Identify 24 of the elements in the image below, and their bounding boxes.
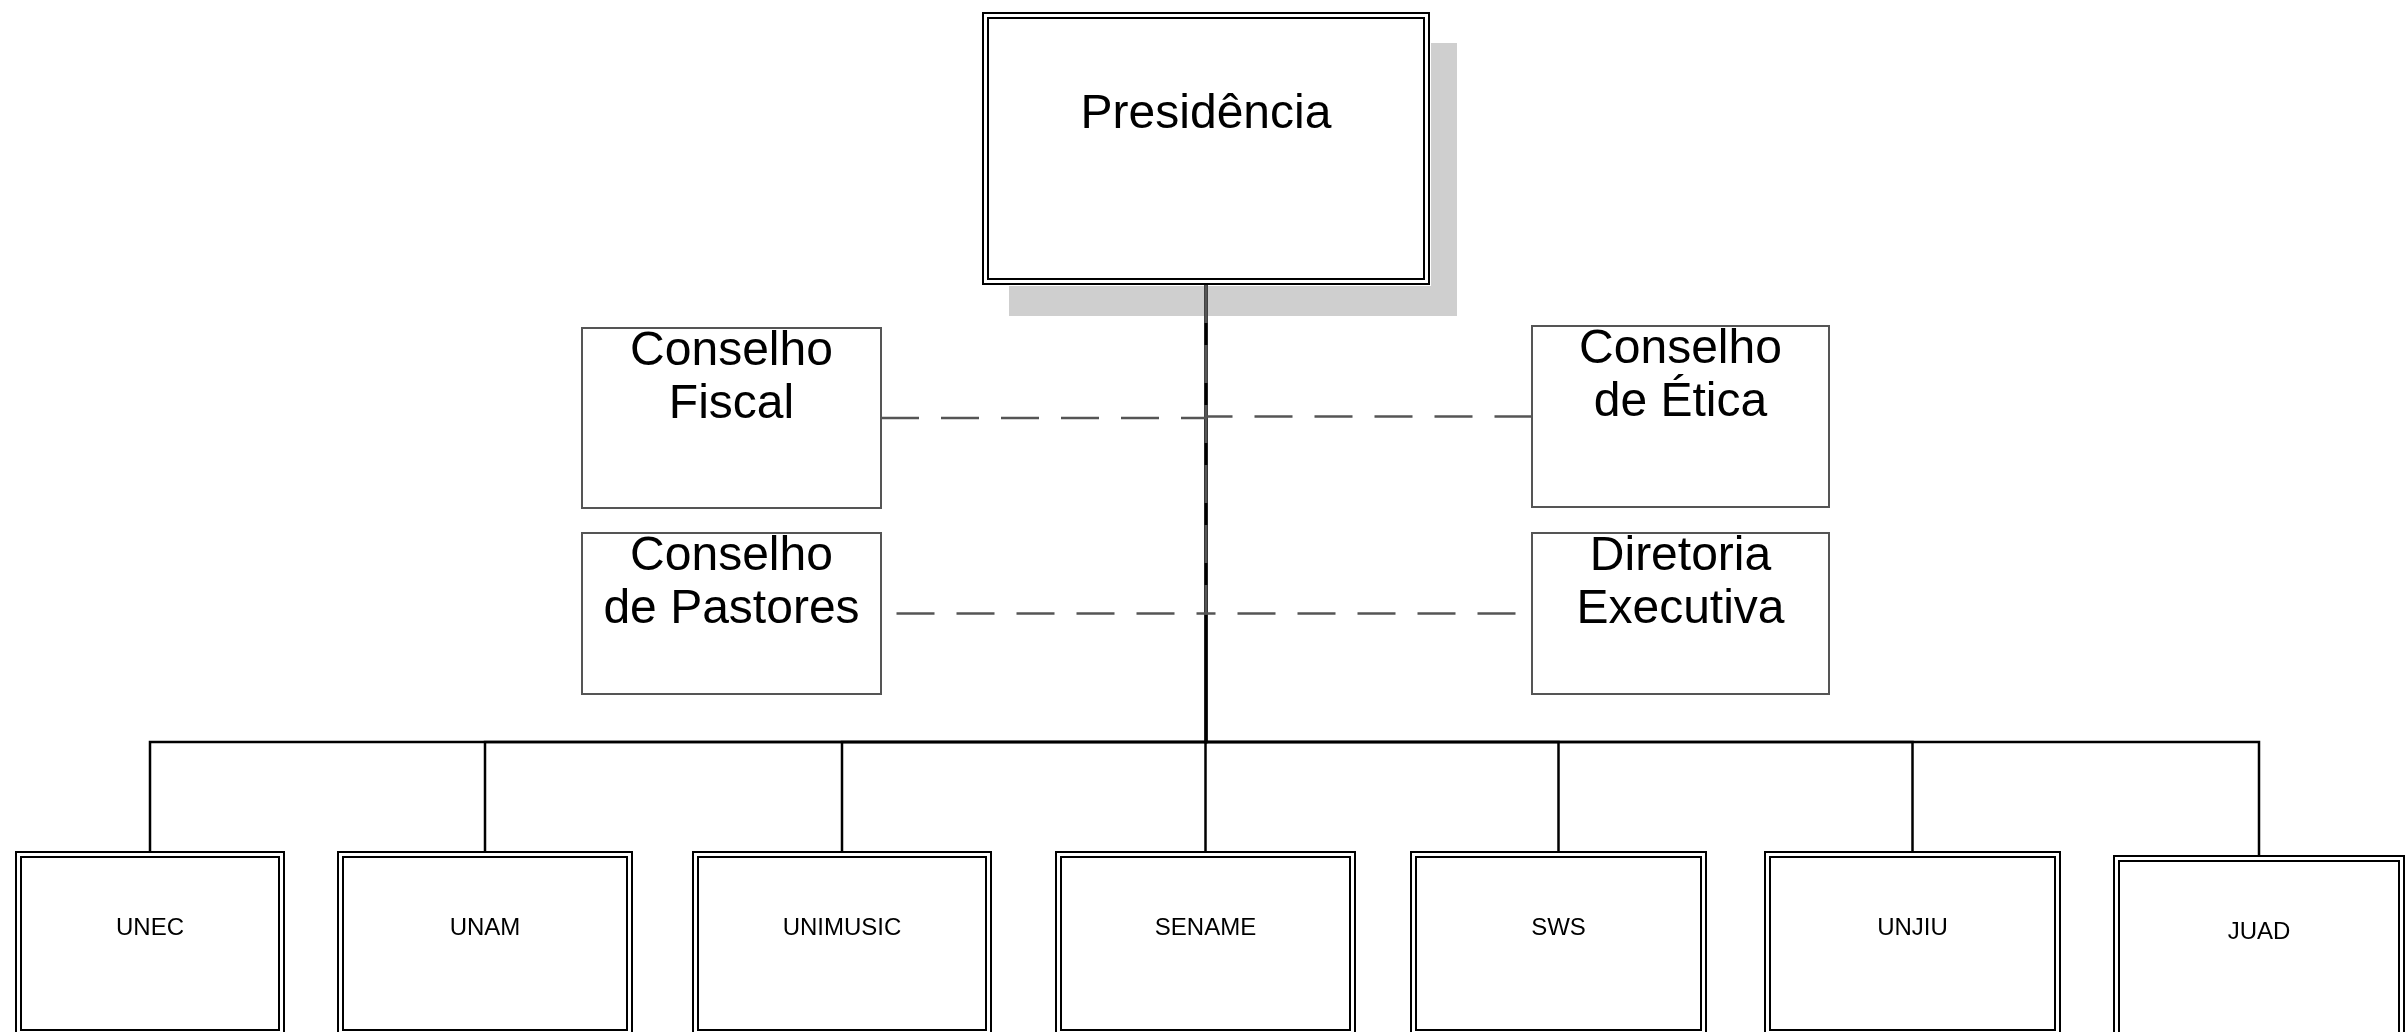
- box-label: Presidência: [1079, 84, 1333, 139]
- council-box: [1531, 325, 1830, 508]
- unit-box: [15, 851, 285, 1032]
- box-label: Conselho Fiscal: [629, 323, 834, 429]
- box-label: Conselho de Ética: [1578, 321, 1783, 427]
- box-label: Diretoria Executiva: [1575, 528, 1786, 634]
- unit-box: [1764, 851, 2061, 1032]
- box-label: SENAME: [1153, 913, 1258, 941]
- unit-box: [2113, 855, 2405, 1032]
- box-label: UNJIU: [1876, 913, 1949, 941]
- unit-box: [1055, 851, 1356, 1032]
- council-box: [581, 532, 882, 695]
- box-label: UNIMUSIC: [781, 913, 903, 941]
- box-label: SWS: [1530, 913, 1587, 941]
- box-label: UNAM: [448, 913, 522, 941]
- council-box: [1531, 532, 1830, 695]
- box-label: UNEC: [115, 913, 185, 941]
- box-label: Conselho de Pastores: [602, 528, 861, 634]
- council-box: [581, 327, 882, 509]
- box-label: JUAD: [2226, 917, 2292, 945]
- unit-box: [692, 851, 992, 1032]
- unit-box: [1410, 851, 1707, 1032]
- executive-box: [982, 12, 1430, 285]
- unit-box: [337, 851, 633, 1032]
